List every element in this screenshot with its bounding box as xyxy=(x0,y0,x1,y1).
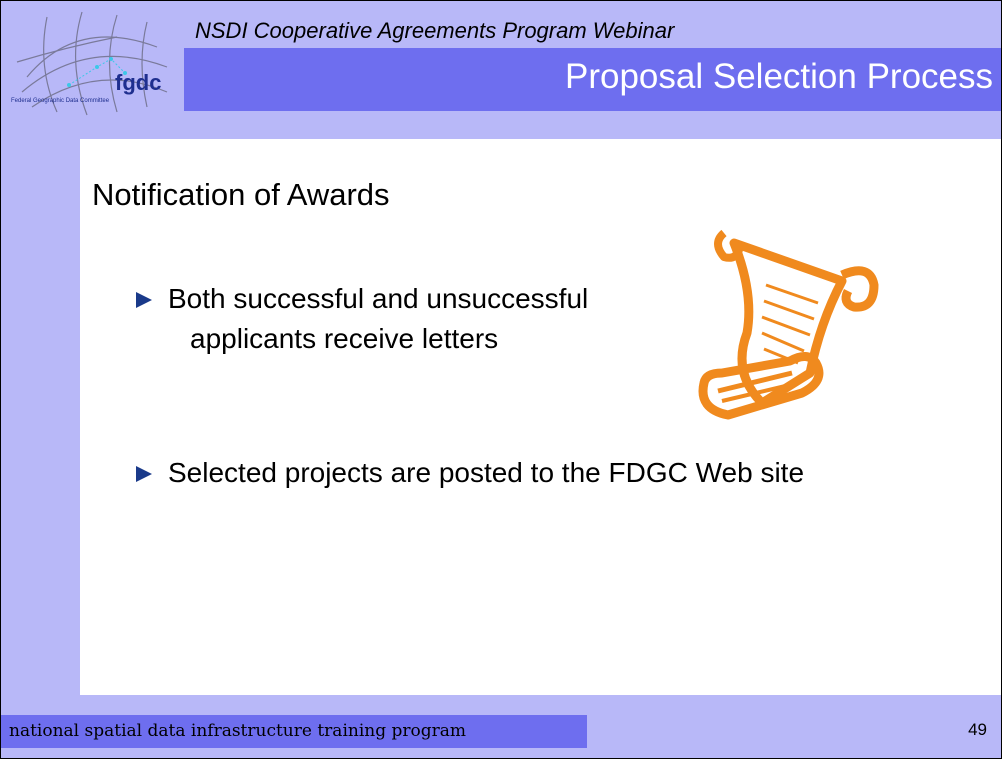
bullet-text-continuation: applicants receive letters xyxy=(190,323,499,354)
bullet-text: Both successful and unsuccessful xyxy=(168,283,589,314)
bullet-text: Selected projects are posted to the FDGC… xyxy=(168,457,805,488)
bullet-item: Selected projects are posted to the FDGC… xyxy=(136,453,956,493)
fgdc-logo: fgdc Federal Geographic Data Committee xyxy=(11,11,168,116)
slide-title: Proposal Selection Process xyxy=(565,57,993,96)
bullet-arrow-icon xyxy=(136,466,152,482)
svg-text:fgdc: fgdc xyxy=(115,70,161,95)
footer-text: national spatial data infrastructure tra… xyxy=(9,721,467,741)
footer-bar: national spatial data infrastructure tra… xyxy=(1,715,587,748)
bullet-item: Both successful and unsuccessful applica… xyxy=(136,279,696,359)
webinar-subtitle: NSDI Cooperative Agreements Program Webi… xyxy=(195,18,675,43)
bullet-arrow-icon xyxy=(136,292,152,308)
content-area: Notification of Awards Both successful a… xyxy=(80,139,1001,695)
svg-text:Federal Geographic Data Commit: Federal Geographic Data Committee xyxy=(11,98,110,104)
section-heading: Notification of Awards xyxy=(92,177,390,212)
page-number: 49 xyxy=(968,720,987,739)
scroll-icon xyxy=(698,229,879,420)
title-bar: Proposal Selection Process xyxy=(184,48,1001,111)
